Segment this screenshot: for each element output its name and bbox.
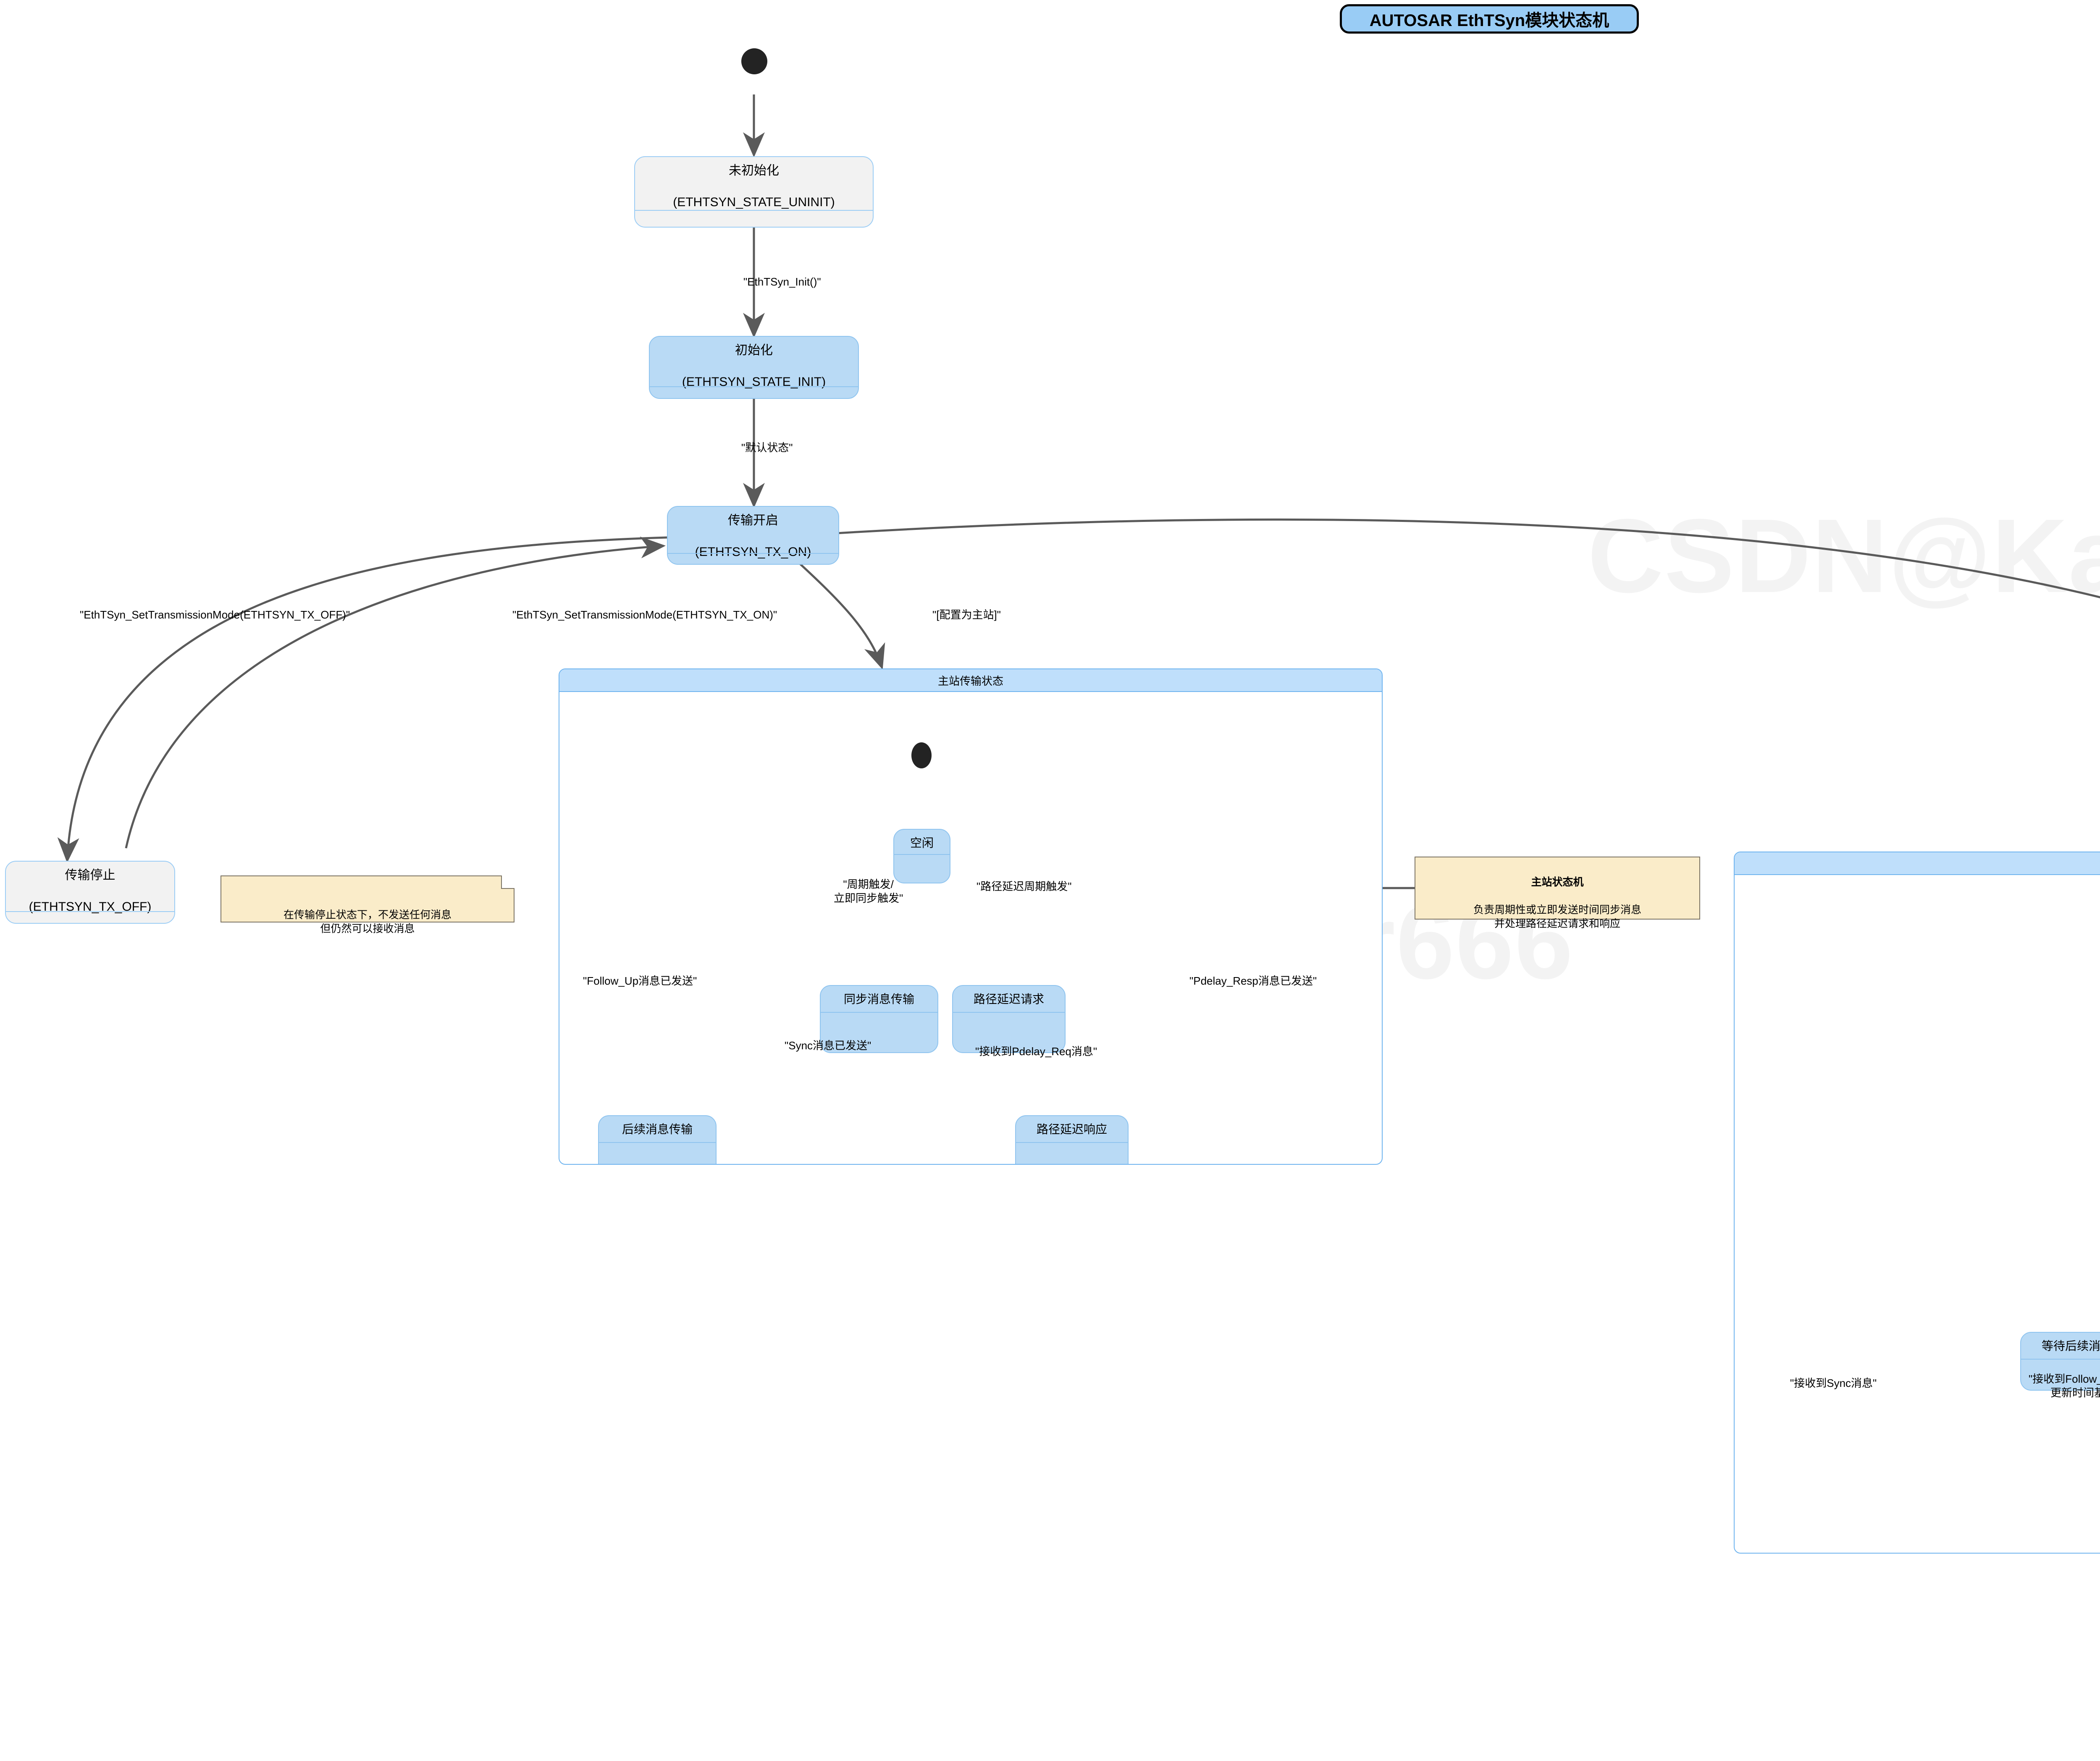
- substate-pdelay-resp[interactable]: 路径延迟响应: [1015, 1115, 1129, 1164]
- label-set-tx-on: "EthTSyn_SetTransmissionMode(ETHTSYN_TX_…: [512, 608, 777, 621]
- region-master-transmit: 主站传输状态 空闲 同步消息传输 路径延迟请求 后续消息传输 路径延迟响应: [559, 668, 1383, 1165]
- label-followup-sent: "Follow_Up消息已发送": [583, 975, 697, 987]
- label-pdelay-resp-sent: "Pdelay_Resp消息已发送": [1189, 975, 1317, 987]
- substate-pdelay-req-label: 路径延迟请求: [973, 993, 1044, 1006]
- label-sync-rx: "接收到Sync消息": [1790, 1377, 1877, 1389]
- region-master-title: 主站传输状态: [559, 669, 1382, 692]
- label-init-call: "EthTSyn_Init()": [743, 275, 821, 288]
- note-tx-off: 在传输停止状态下，不发送任何消息 但仍然可以接收消息: [220, 875, 514, 935]
- note-master-state-machine: 主站状态机 负责周期性或立即发送时间同步消息 并处理路径延迟请求和响应: [1415, 857, 1700, 930]
- label-followup-rx: "接收到Follow_Up消息/ 更新时间基准": [2029, 1373, 2100, 1399]
- state-tx-off[interactable]: 传输停止 (ETHTSYN_TX_OFF): [5, 861, 175, 924]
- initial-node-master: [911, 742, 932, 768]
- label-sync-sent: "Sync消息已发送": [785, 1039, 872, 1052]
- note-fold-icon: [501, 875, 514, 889]
- state-tx-off-name: 传输停止: [65, 868, 116, 882]
- label-pdelay-req-rx: "接收到Pdelay_Req消息": [975, 1045, 1097, 1058]
- region-slave-title: 从站接收状态: [1735, 852, 2100, 875]
- label-pdelay-cyclic: "路径延迟周期触发": [976, 880, 1072, 893]
- note-tx-off-text: 在传输停止状态下，不发送任何消息 但仍然可以接收消息: [283, 909, 452, 935]
- state-uninit-name: 未初始化: [728, 164, 779, 178]
- substate-idle[interactable]: 空闲: [893, 829, 950, 883]
- substate-pdelay-resp-label: 路径延迟响应: [1036, 1123, 1107, 1136]
- note-master-title: 主站状态机: [1531, 876, 1584, 888]
- substate-sync-tx[interactable]: 同步消息传输: [820, 985, 938, 1053]
- state-init-name: 初始化: [735, 343, 773, 357]
- substate-wait-followup[interactable]: 等待后续消息: [2020, 1332, 2100, 1391]
- diagram-title: AUTOSAR EthTSyn模块状态机: [1340, 4, 1639, 34]
- substate-pdelay-req[interactable]: 路径延迟请求: [952, 985, 1066, 1053]
- substate-followup-tx-label: 后续消息传输: [622, 1123, 693, 1136]
- substate-sync-tx-label: 同步消息传输: [843, 993, 914, 1006]
- label-default-state: "默认状态": [741, 441, 793, 454]
- substate-wait-followup-label: 等待后续消息: [2041, 1339, 2100, 1352]
- state-uninit-id: (ETHTSYN_STATE_UNINIT): [673, 195, 835, 209]
- state-tx-on-name: 传输开启: [727, 514, 778, 527]
- region-slave-receive: 从站接收状态 等待同步消息 等待后续消息 处理路径延迟: [1734, 852, 2100, 1554]
- watermark-top: CSDN@KaiGer666: [1588, 495, 2100, 616]
- label-cyclic-trigger: "周期触发/ 立即同步触发": [834, 878, 903, 904]
- substate-followup-tx[interactable]: 后续消息传输: [598, 1115, 717, 1164]
- state-uninit[interactable]: 未初始化 (ETHTSYN_STATE_UNINIT): [634, 156, 874, 228]
- label-set-tx-off: "EthTSyn_SetTransmissionMode(ETHTSYN_TX_…: [80, 608, 350, 621]
- state-tx-on-id: (ETHTSYN_TX_ON): [695, 545, 811, 559]
- state-init[interactable]: 初始化 (ETHTSYN_STATE_INIT): [649, 336, 859, 399]
- note-master-body: 负责周期性或立即发送时间同步消息 并处理路径延迟请求和响应: [1473, 904, 1641, 930]
- initial-node-top: [741, 48, 767, 74]
- substate-idle-label: 空闲: [910, 836, 934, 849]
- label-cfg-master: "[配置为主站]": [932, 608, 1001, 621]
- state-tx-on[interactable]: 传输开启 (ETHTSYN_TX_ON): [667, 506, 839, 565]
